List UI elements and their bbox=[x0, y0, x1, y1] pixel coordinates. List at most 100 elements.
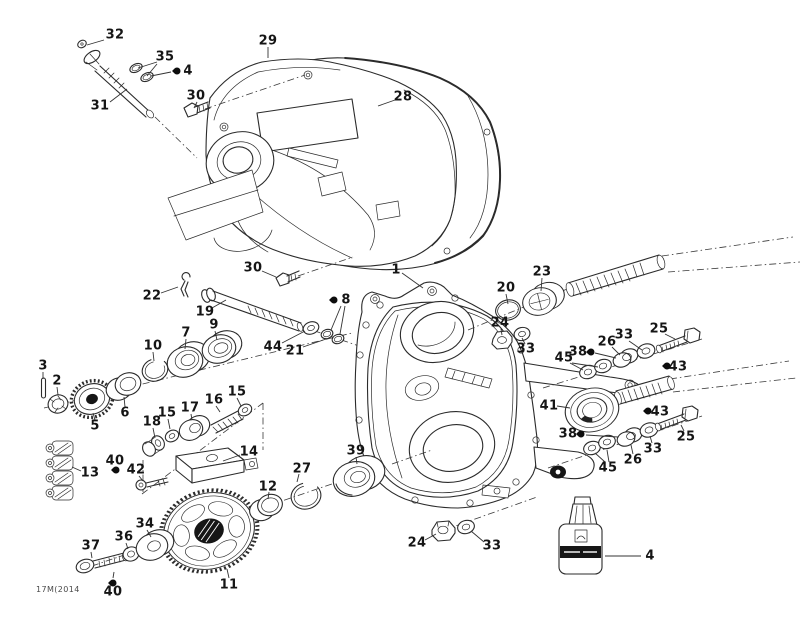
part-callout-33: 33 bbox=[643, 441, 663, 457]
shaft-lower bbox=[614, 375, 675, 405]
bearing-39 bbox=[332, 455, 386, 497]
dipstick-31 bbox=[83, 49, 155, 119]
bolt-30-lower bbox=[275, 270, 301, 287]
part-callout-33: 33 bbox=[482, 538, 502, 554]
part-callout-35: 35 bbox=[155, 49, 175, 65]
pin-3 bbox=[40, 377, 47, 399]
diagram-code: 17M(2014 bbox=[36, 585, 80, 594]
part-callout-43: 43 bbox=[650, 404, 670, 420]
pulley-41 bbox=[564, 387, 620, 433]
roller-18 bbox=[142, 435, 165, 457]
part-callout-19: 19 bbox=[195, 304, 215, 320]
spring-16 bbox=[210, 410, 244, 434]
bolt-37 bbox=[75, 552, 129, 574]
bolt-19 bbox=[201, 287, 304, 332]
part-callout-4: 4 bbox=[645, 548, 655, 564]
bolt-30-upper bbox=[183, 101, 211, 118]
washer-44 bbox=[302, 321, 320, 335]
leader-lines bbox=[42, 39, 685, 579]
nut-24-upper bbox=[491, 330, 513, 350]
part-callout-25: 25 bbox=[649, 321, 669, 337]
part-callout-14: 14 bbox=[239, 444, 259, 460]
part-callout-4: 4 bbox=[183, 63, 193, 79]
part-callout-6: 6 bbox=[120, 405, 130, 421]
fastener-group-upper-right bbox=[579, 327, 701, 380]
part-callout-42: 42 bbox=[126, 462, 146, 478]
part-callout-5: 5 bbox=[90, 418, 100, 434]
bolt-42 bbox=[135, 477, 169, 491]
bracket-14 bbox=[175, 447, 259, 484]
part-callout-9: 9 bbox=[209, 317, 219, 333]
part-callout-45: 45 bbox=[598, 460, 618, 476]
part-callout-31: 31 bbox=[90, 98, 110, 114]
ring-12 bbox=[249, 493, 283, 522]
part-callout-10: 10 bbox=[143, 338, 163, 354]
cotter-pin-22 bbox=[180, 272, 191, 298]
orings-21 bbox=[320, 328, 345, 345]
part-callout-18: 18 bbox=[142, 414, 162, 430]
part-callout-33: 33 bbox=[516, 341, 536, 357]
part-callout-32: 32 bbox=[105, 27, 125, 43]
nut-24-lower bbox=[431, 520, 456, 542]
part-callout-40: 40 bbox=[105, 453, 125, 469]
part-callout-8: 8 bbox=[341, 292, 351, 308]
snap-ring-27 bbox=[290, 482, 322, 510]
part-callout-30: 30 bbox=[243, 260, 263, 276]
part-callout-16: 16 bbox=[204, 392, 224, 408]
part-callout-41: 41 bbox=[539, 398, 559, 414]
bearing-23 bbox=[522, 281, 565, 316]
part-callout-38: 38 bbox=[558, 426, 578, 442]
part-callout-26: 26 bbox=[623, 452, 643, 468]
part-callout-23: 23 bbox=[532, 264, 552, 280]
coupler-2 bbox=[47, 394, 69, 414]
part-callout-38: 38 bbox=[568, 344, 588, 360]
part-callout-44: 44 bbox=[263, 339, 283, 355]
shaft-upper bbox=[565, 254, 666, 297]
part-callout-29: 29 bbox=[258, 33, 278, 49]
part-callout-15: 15 bbox=[227, 384, 247, 400]
washer-15-left bbox=[164, 429, 180, 443]
part-callout-37: 37 bbox=[81, 538, 101, 554]
orings-35 bbox=[129, 62, 154, 83]
part-callout-39: 39 bbox=[346, 443, 366, 459]
cover-front-29 bbox=[167, 58, 457, 267]
bottle-4 bbox=[558, 496, 603, 575]
part-callout-24: 24 bbox=[490, 315, 510, 331]
part-callout-40: 40 bbox=[103, 584, 123, 600]
housing-1 bbox=[354, 281, 641, 509]
part-callout-17: 17 bbox=[180, 400, 200, 416]
oring-20 bbox=[495, 299, 521, 321]
part-callout-26: 26 bbox=[597, 334, 617, 350]
part-callout-20: 20 bbox=[496, 280, 516, 296]
washer-15-right bbox=[237, 403, 253, 417]
part-callout-36: 36 bbox=[114, 529, 134, 545]
part-callout-12: 12 bbox=[258, 479, 278, 495]
part-callout-15: 15 bbox=[157, 405, 177, 421]
washer-33-lower bbox=[457, 519, 475, 535]
part-callout-33: 33 bbox=[614, 327, 634, 343]
part-callout-24: 24 bbox=[407, 535, 427, 551]
part-callout-43: 43 bbox=[668, 359, 688, 375]
fastener-group-lower-right bbox=[583, 405, 699, 456]
part-callout-22: 22 bbox=[142, 288, 162, 304]
part-callout-7: 7 bbox=[181, 325, 191, 341]
cap-32 bbox=[77, 39, 87, 49]
roller-17 bbox=[178, 415, 211, 441]
part-callout-13: 13 bbox=[80, 465, 100, 481]
part-callout-27: 27 bbox=[292, 461, 312, 477]
part-callout-21: 21 bbox=[285, 343, 305, 359]
part-callout-2: 2 bbox=[52, 373, 62, 389]
part-callout-30: 30 bbox=[186, 88, 206, 104]
chain-13 bbox=[45, 440, 74, 501]
sprocket-11 bbox=[158, 488, 260, 574]
part-callout-34: 34 bbox=[135, 516, 155, 532]
part-callout-3: 3 bbox=[38, 358, 48, 374]
part-callout-28: 28 bbox=[393, 89, 413, 105]
part-callout-45: 45 bbox=[554, 350, 574, 366]
part-callout-25: 25 bbox=[676, 429, 696, 445]
snap-ring-10 bbox=[141, 358, 169, 382]
part-callout-11: 11 bbox=[219, 577, 239, 593]
part-callout-1: 1 bbox=[391, 262, 401, 278]
